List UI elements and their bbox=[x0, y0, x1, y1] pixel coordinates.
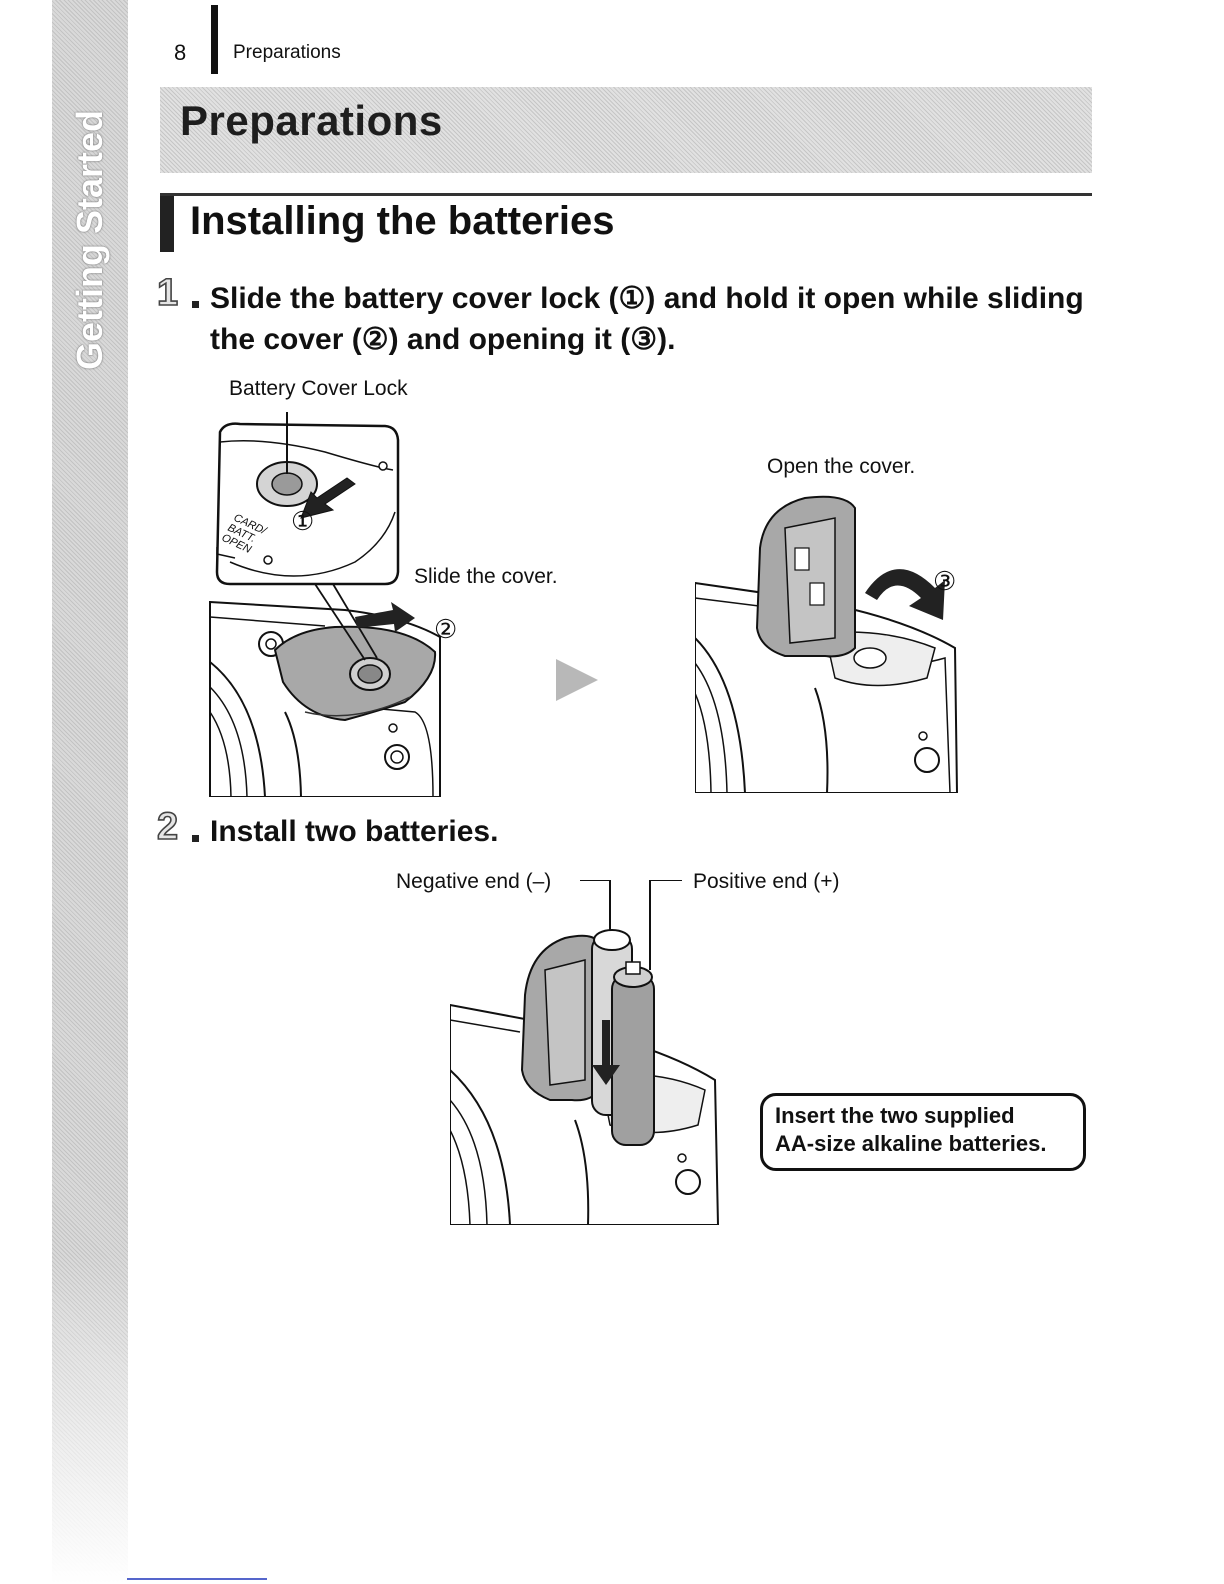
play-triangle-icon bbox=[556, 659, 598, 701]
battery-note-line-2: AA-size alkaline batteries. bbox=[775, 1131, 1047, 1156]
battery-install-illustration bbox=[450, 880, 720, 1225]
camera-open-cover-illustration bbox=[695, 495, 959, 793]
step-2-dot bbox=[192, 835, 199, 842]
section-marker bbox=[160, 196, 174, 252]
camera-slide-cover-illustration: CARD/ BATT. OPEN bbox=[209, 412, 441, 797]
battery-cover-lock-label: Battery Cover Lock bbox=[229, 377, 408, 400]
step-2-text: Install two batteries. bbox=[210, 815, 499, 848]
step-1-text: Slide the battery cover lock (①) and hol… bbox=[210, 282, 1084, 356]
side-tab bbox=[52, 0, 128, 1584]
step-1-number: 1 bbox=[156, 271, 179, 315]
battery-note-line-1: Insert the two supplied bbox=[775, 1103, 1015, 1128]
header-section-title: Preparations bbox=[233, 42, 341, 63]
negative-end-label: Negative end (–) bbox=[396, 870, 552, 893]
marker-2: ② bbox=[434, 614, 458, 644]
chapter-banner: Preparations bbox=[160, 87, 1092, 173]
marker-1: ① bbox=[291, 506, 315, 536]
section-rule bbox=[160, 193, 1092, 196]
banner-title: Preparations bbox=[180, 97, 443, 144]
open-cover-label: Open the cover. bbox=[767, 455, 916, 478]
battery-note-text: Insert the two supplied AA-size alkaline… bbox=[775, 1102, 1046, 1158]
slide-cover-label: Slide the cover. bbox=[414, 565, 558, 588]
step-1-dot bbox=[192, 301, 199, 308]
footer-rule bbox=[127, 1578, 267, 1580]
header-divider bbox=[211, 5, 218, 74]
positive-end-label: Positive end (+) bbox=[693, 870, 840, 893]
marker-3: ③ bbox=[933, 566, 957, 596]
step-2-number: 2 bbox=[156, 805, 179, 849]
page-number: 8 bbox=[174, 40, 187, 65]
section-title: Installing the batteries bbox=[190, 199, 615, 243]
battery-note-box: Insert the two supplied AA-size alkaline… bbox=[760, 1093, 1086, 1171]
side-tab-label: Getting Started bbox=[69, 109, 110, 371]
